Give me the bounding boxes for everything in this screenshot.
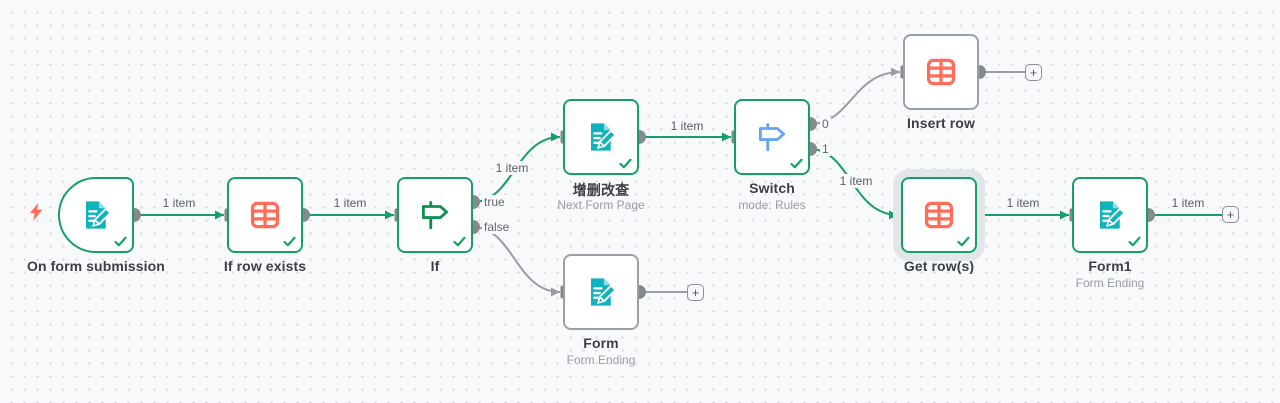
table-icon (924, 201, 954, 229)
node-subtitle-form: Form Ending (566, 353, 636, 367)
node-insert-row[interactable] (903, 34, 979, 110)
node-label-form1: Form1 (1088, 258, 1132, 274)
arrowhead-icon (1060, 210, 1069, 220)
connection-label: 1 item (668, 119, 706, 133)
node-get-rows[interactable] (901, 177, 977, 253)
add-node-button[interactable]: + (1222, 206, 1239, 223)
arrowhead-icon (551, 132, 560, 142)
node-label-on-form-submission: On form submission (27, 258, 165, 274)
connection-label: 1 item (1169, 196, 1207, 210)
port-label-false: false (482, 220, 512, 234)
checkmark-icon (619, 158, 632, 169)
connection-label: 1 item (493, 161, 531, 175)
node-label-insert-row: Insert row (907, 115, 975, 131)
signpost-icon (758, 123, 786, 152)
arrowhead-icon (722, 132, 731, 142)
arrowhead-icon (891, 67, 900, 77)
arrowhead-icon (385, 210, 394, 220)
node-label-crud: 增删改查 (572, 182, 630, 198)
port-label-true: true (482, 195, 507, 209)
checkmark-icon (453, 236, 466, 247)
table-icon (926, 58, 956, 86)
node-if[interactable] (397, 177, 473, 253)
node-if-row-exists[interactable] (227, 177, 303, 253)
node-form1[interactable] (1072, 177, 1148, 253)
checkmark-icon (114, 236, 127, 247)
node-switch[interactable] (734, 99, 810, 175)
form-icon (591, 278, 616, 306)
port-label-1: 1 (820, 142, 831, 156)
form-icon (1100, 201, 1125, 229)
node-form[interactable] (563, 254, 639, 330)
node-subtitle-crud: Next Form Page (557, 198, 645, 212)
checkmark-icon (957, 236, 970, 247)
connection-label: 1 item (1004, 196, 1042, 210)
arrowhead-icon (551, 287, 560, 297)
connection-label: 1 item (160, 196, 198, 210)
node-label-switch: Switch (749, 180, 795, 196)
connection-label: 1 item (837, 174, 875, 188)
node-label-if-row-exists: If row exists (223, 258, 307, 274)
add-node-button[interactable]: + (687, 284, 704, 301)
form-icon (86, 201, 111, 229)
node-label-get-rows: Get row(s) (903, 258, 975, 274)
connection-label: 1 item (331, 196, 369, 210)
arrowhead-icon (215, 210, 224, 220)
checkmark-icon (283, 236, 296, 247)
add-node-button[interactable]: + (1025, 64, 1042, 81)
node-on-form-submission[interactable] (58, 177, 134, 253)
checkmark-icon (1128, 236, 1141, 247)
node-subtitle-form1: Form Ending (1075, 276, 1145, 290)
port-label-0: 0 (820, 117, 831, 131)
node-label-form: Form (583, 335, 619, 351)
table-icon (250, 201, 280, 229)
node-subtitle-switch: mode: Rules (738, 198, 806, 212)
lightning-trigger-icon (29, 203, 43, 221)
checkmark-icon (790, 158, 803, 169)
node-crud-form-page[interactable] (563, 99, 639, 175)
signpost-icon (421, 201, 449, 230)
form-icon (591, 123, 616, 151)
node-label-if: If (430, 258, 440, 274)
